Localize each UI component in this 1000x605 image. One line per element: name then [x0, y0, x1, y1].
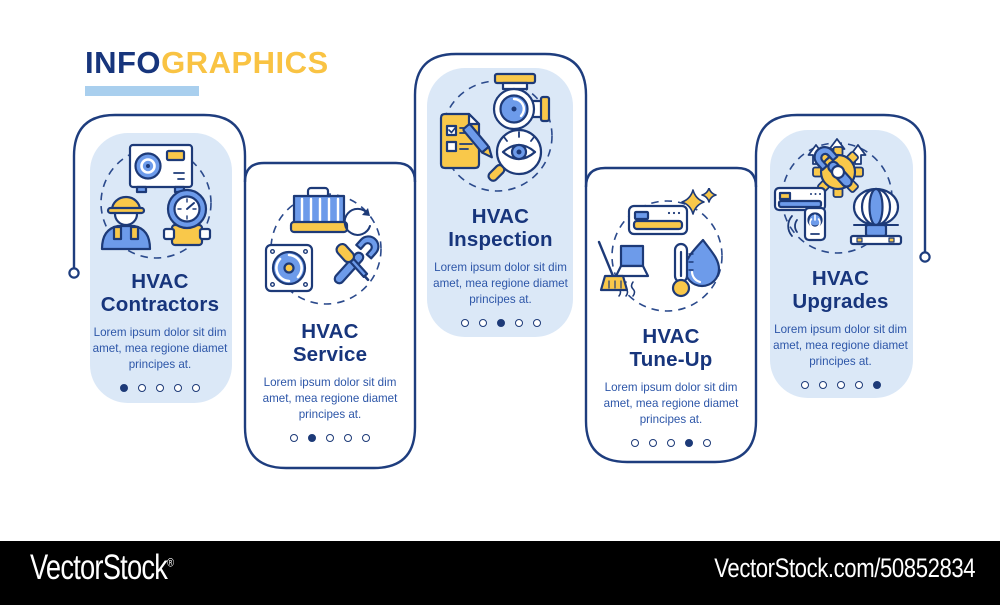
- progress-dot: [836, 380, 845, 389]
- progress-dot: [854, 380, 863, 389]
- watermark-bar: VectorStock® VectorStock.com/50852834: [0, 541, 1000, 605]
- progress-dot: [818, 380, 827, 389]
- eye-magnifier-icon: [486, 128, 542, 182]
- clean-ac-unit-icon: [627, 204, 689, 236]
- progress-dot: [192, 383, 200, 392]
- serpentine-line: [72, 52, 927, 470]
- progress-dots: [800, 380, 881, 389]
- air-filter-icon: [289, 186, 349, 234]
- progress-dot-active: [308, 433, 316, 442]
- card-body-text: Lorem ipsum dolor sit dim amet, mea regi…: [92, 325, 228, 371]
- thermometer-drop-icon: [671, 238, 721, 298]
- progress-dot: [514, 318, 523, 327]
- sparkles-icon: [681, 188, 717, 215]
- pressure-gauge-icon: [162, 188, 212, 247]
- duct-broom-icon: [597, 240, 650, 297]
- card-body-text: Lorem ipsum dolor sit dim amet, mea regi…: [262, 375, 398, 421]
- progress-dots: [460, 318, 541, 327]
- progress-dot: [362, 433, 370, 442]
- title-info: INFO: [85, 45, 162, 80]
- gear-wrench-icon: [811, 146, 864, 198]
- card-body-text: Lorem ipsum dolor sit dim amet, mea regi…: [773, 322, 908, 368]
- progress-dot: [344, 433, 352, 442]
- card-body-text: Lorem ipsum dolor sit dim amet, mea regi…: [603, 380, 739, 426]
- progress-dot: [703, 438, 711, 447]
- smart-ac-remote-icon: [773, 186, 826, 242]
- progress-dot-active: [685, 438, 693, 447]
- progress-dot-active: [496, 318, 505, 327]
- watermark-url: VectorStock.com/50852834: [714, 552, 975, 583]
- contractors-icon-cluster: [100, 143, 212, 259]
- title-graphics: GRAPHICS: [161, 45, 329, 80]
- turbine-ventilator-icon: [849, 187, 902, 246]
- screwdriver-icon: [335, 242, 370, 282]
- tune-up-icon-cluster: [597, 188, 723, 312]
- progress-dot: [156, 383, 164, 392]
- progress-dot: [478, 318, 487, 327]
- progress-dot: [460, 318, 469, 327]
- progress-dot: [326, 433, 334, 442]
- progress-dots: [290, 433, 370, 442]
- dashed-circle: [611, 200, 723, 312]
- ventilation-fan-icon: [264, 243, 314, 293]
- vectorstock-logo: VectorStock®: [30, 548, 174, 587]
- refresh-arrows-icon: [343, 207, 371, 236]
- progress-dot-active: [120, 383, 128, 392]
- page-title: INFOGRAPHICS: [85, 47, 329, 78]
- ac-outdoor-unit-icon: [128, 143, 194, 194]
- progress-dot: [800, 380, 809, 389]
- progress-dot: [290, 433, 298, 442]
- registered-mark: ®: [167, 555, 174, 570]
- card2-top-line: [243, 161, 417, 183]
- progress-dot: [138, 383, 146, 392]
- upgrades-icon-cluster: [773, 138, 902, 254]
- progress-dots: [631, 438, 711, 447]
- progress-dot: [667, 438, 675, 447]
- progress-dots: [120, 383, 200, 392]
- card-body-text: Lorem ipsum dolor sit dim amet, mea regi…: [433, 260, 568, 306]
- inspection-icon-cluster: [439, 72, 553, 192]
- end-node-circle: [919, 251, 931, 263]
- title-underline: [85, 86, 199, 96]
- blower-fan-icon: [492, 72, 550, 131]
- progress-dot: [174, 383, 182, 392]
- progress-dot: [649, 438, 657, 447]
- progress-dot: [532, 318, 541, 327]
- progress-dot: [631, 438, 639, 447]
- start-node-circle: [68, 267, 80, 279]
- card4-top-line: [584, 166, 758, 188]
- technician-icon: [100, 195, 152, 251]
- connector-path: [68, 52, 931, 470]
- progress-dot-active: [872, 380, 881, 389]
- pencil-icon: [461, 123, 493, 159]
- service-icon-cluster: [264, 186, 382, 305]
